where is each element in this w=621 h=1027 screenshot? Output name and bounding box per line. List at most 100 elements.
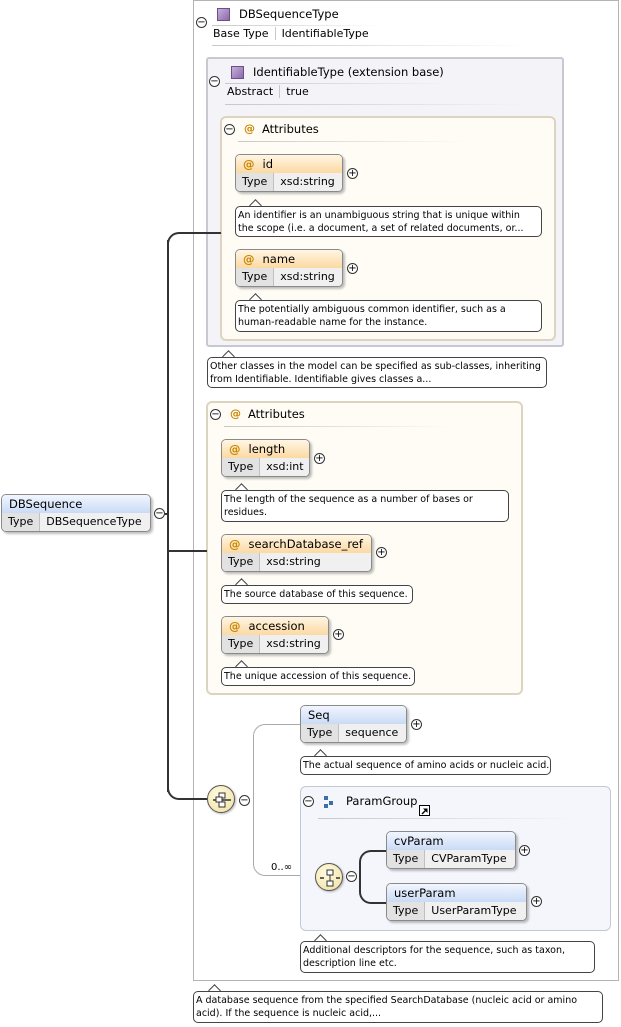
expand-icon[interactable]: + xyxy=(314,453,325,464)
connector-line xyxy=(167,550,207,552)
attribute-icon: @ xyxy=(229,442,241,456)
shortcut-arrow-icon[interactable] xyxy=(419,805,430,816)
collapse-icon[interactable]: − xyxy=(224,124,235,135)
sequence-compositor-icon[interactable] xyxy=(207,785,235,813)
attribute-name: id xyxy=(262,157,274,171)
attribute-name-label: name xyxy=(262,252,296,266)
doc-line: An identifier is an unambiguous string t… xyxy=(238,210,520,221)
divider xyxy=(238,141,468,142)
type-value: xsd:string xyxy=(260,553,371,571)
attribute-id-doc: An identifier is an unambiguous string t… xyxy=(235,206,542,237)
abstract-row: Abstract true xyxy=(227,85,309,98)
doc-line: The source database of this sequence. xyxy=(224,589,408,600)
connector-corner xyxy=(167,786,181,800)
divider xyxy=(212,25,382,26)
doc-line: acid). If the sequence is nucleic acid,.… xyxy=(196,1008,382,1019)
expand-icon[interactable]: + xyxy=(531,896,542,907)
type-key: Type xyxy=(236,268,275,286)
element-name: cvParam xyxy=(387,832,515,850)
doc-line: The unique accession of this sequence. xyxy=(224,671,412,682)
attribute-icon: @ xyxy=(243,157,255,171)
param-group-title: ParamGroup xyxy=(346,794,418,808)
divider xyxy=(212,45,532,46)
attribute-accession-doc: The unique accession of this sequence. xyxy=(221,667,415,686)
attribute-icon: @ xyxy=(244,122,255,135)
extension-doc: Other classes in the model can be specif… xyxy=(207,357,547,388)
expand-icon[interactable]: + xyxy=(411,719,422,730)
type-key: Type xyxy=(222,458,261,476)
collapse-icon[interactable]: − xyxy=(209,76,220,87)
attributes-title: Attributes xyxy=(248,407,305,421)
collapse-icon[interactable]: − xyxy=(303,796,314,807)
expand-icon[interactable]: + xyxy=(376,547,387,558)
doc-line: human-readable name for the instance. xyxy=(238,317,428,328)
expand-icon[interactable]: + xyxy=(347,168,358,179)
type-key: Type xyxy=(222,553,261,571)
type-key: Type xyxy=(222,635,261,653)
type-value: CVParamType xyxy=(425,850,515,868)
sequence-compositor-icon[interactable] xyxy=(315,863,343,891)
attribute-name-doc: The potentially ambiguous common identif… xyxy=(235,300,542,332)
expand-icon[interactable]: + xyxy=(347,263,358,274)
doc-line: A database sequence from the specified S… xyxy=(196,995,578,1006)
complex-type-icon xyxy=(231,66,244,79)
collapse-icon[interactable]: − xyxy=(154,508,165,519)
connector-line xyxy=(167,240,169,792)
type-key: Type xyxy=(387,850,426,868)
doc-line: Other classes in the model can be specif… xyxy=(210,361,541,372)
type-value: sequence xyxy=(339,724,406,742)
element-name: Seq xyxy=(301,706,406,724)
element-name: userParam xyxy=(387,884,526,902)
extension-title: IdentifiableType (extension base) xyxy=(253,65,444,79)
attributes-title: Attributes xyxy=(262,122,319,136)
element-name: DBSequence xyxy=(2,495,150,513)
doc-line: description line etc. xyxy=(303,958,397,969)
connector-corner xyxy=(167,232,181,246)
collapse-icon[interactable]: − xyxy=(210,409,221,420)
attribute-name-label: accession xyxy=(248,619,305,633)
type-title: DBSequenceType xyxy=(239,7,339,21)
abstract-value: true xyxy=(286,85,309,98)
type-value: UserParamType xyxy=(425,902,526,920)
type-value: xsd:string xyxy=(274,173,342,191)
type-value: xsd:int xyxy=(260,458,309,476)
type-value: xsd:string xyxy=(274,268,342,286)
seq-doc: The actual sequence of amino acids or nu… xyxy=(300,756,551,775)
type-value: DBSequenceType xyxy=(40,513,150,531)
expand-icon[interactable]: + xyxy=(333,629,344,640)
type-key: Type xyxy=(387,902,426,920)
collapse-icon[interactable]: − xyxy=(346,871,357,882)
type-key: Type xyxy=(301,724,340,742)
attribute-icon: @ xyxy=(230,407,241,420)
base-type-key: Base Type xyxy=(213,27,276,40)
divider xyxy=(225,104,525,105)
collapse-icon[interactable]: − xyxy=(196,17,207,28)
attribute-icon: @ xyxy=(243,252,255,266)
divider xyxy=(318,818,578,819)
complex-type-icon xyxy=(217,8,230,21)
root-element-doc: A database sequence from the specified S… xyxy=(193,991,603,1023)
expand-icon[interactable]: + xyxy=(519,845,530,856)
attribute-length-doc: The length of the sequence as a number o… xyxy=(221,490,509,522)
doc-line: The potentially ambiguous common identif… xyxy=(238,304,506,315)
connector-corner xyxy=(359,850,386,904)
type-key: Type xyxy=(236,173,275,191)
cardinality-label: 0..∞ xyxy=(271,862,293,873)
attribute-icon: @ xyxy=(229,537,241,551)
base-type-value: IdentifiableType xyxy=(281,27,369,40)
group-icon xyxy=(323,795,337,809)
doc-line: Additional descriptors for the sequence,… xyxy=(303,945,566,956)
collapse-icon[interactable]: − xyxy=(239,795,250,806)
attribute-name-label: searchDatabase_ref xyxy=(248,537,363,551)
divider xyxy=(224,426,454,427)
doc-line: residues. xyxy=(224,507,267,518)
